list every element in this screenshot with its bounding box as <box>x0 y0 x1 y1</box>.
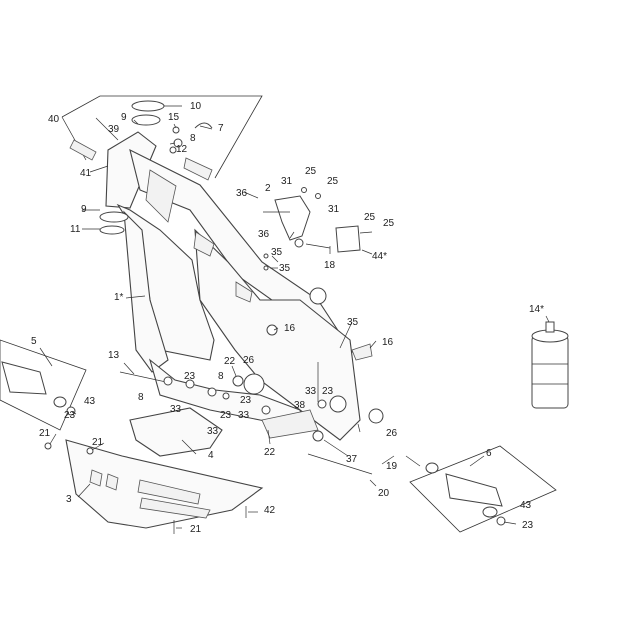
callout-9b: 9 <box>81 204 87 215</box>
callout-12: 12 <box>176 144 188 155</box>
callout-22b: 22 <box>264 447 276 458</box>
callout-21a: 21 <box>39 428 51 439</box>
callout-23d: 23 <box>322 386 334 397</box>
callout-23a: 23 <box>184 371 196 382</box>
callout-21c: 21 <box>190 524 202 535</box>
callout-33d: 33 <box>305 386 317 397</box>
callout-37: 37 <box>346 454 358 465</box>
callout-25d: 25 <box>383 218 395 229</box>
callout-33c: 33 <box>238 410 250 421</box>
callout-2: 2 <box>265 183 271 194</box>
callout-4: 4 <box>208 450 214 461</box>
callout-21b: 21 <box>92 437 104 448</box>
head-bearing-parts <box>69 100 213 235</box>
callout-33b: 33 <box>207 426 219 437</box>
callout-1: 1* <box>114 292 124 303</box>
callout-36a: 36 <box>236 188 248 199</box>
callout-41: 41 <box>80 168 92 179</box>
callout-33a: 33 <box>170 404 182 415</box>
callout-16b: 16 <box>382 337 394 348</box>
callout-3: 3 <box>66 494 72 505</box>
callout-35a: 35 <box>271 247 283 258</box>
callout-43b: 43 <box>520 500 532 511</box>
callout-25a: 25 <box>305 166 317 177</box>
callout-5: 5 <box>31 336 37 347</box>
skid-plate <box>65 439 264 529</box>
callout-40: 40 <box>48 114 60 125</box>
callout-35c: 35 <box>347 317 359 328</box>
callout-31a: 31 <box>281 176 293 187</box>
callout-38: 38 <box>294 400 306 411</box>
callout-8a: 8 <box>190 133 196 144</box>
spray-can <box>531 321 569 409</box>
callout-26a: 26 <box>243 355 255 366</box>
callout-8c: 8 <box>218 371 224 382</box>
callout-36b: 36 <box>258 229 270 240</box>
callout-25b: 25 <box>327 176 339 187</box>
callout-25c: 25 <box>364 212 376 223</box>
callout-14: 14* <box>529 304 544 315</box>
callout-23e: 23 <box>64 410 76 421</box>
callout-35b: 35 <box>279 263 291 274</box>
callout-23f: 23 <box>522 520 534 531</box>
left-footpeg-group <box>0 339 87 431</box>
callout-20: 20 <box>378 488 390 499</box>
linkage-bracket <box>129 407 223 457</box>
callout-26b: 26 <box>386 428 398 439</box>
callout-44: 44* <box>372 251 387 262</box>
callout-23b: 23 <box>220 410 232 421</box>
callout-23c: 23 <box>240 395 252 406</box>
leader-lines <box>39 105 550 529</box>
callout-13: 13 <box>108 350 120 361</box>
callout-31b: 31 <box>328 204 340 215</box>
callout-labels: 1* 2 3 4 5 6 7 8 8 8 9 9 10 11 12 13 14*… <box>31 101 544 535</box>
callout-39: 39 <box>108 124 120 135</box>
callout-9a: 9 <box>121 112 127 123</box>
rear-bracket-parts <box>263 187 373 253</box>
callout-42: 42 <box>264 505 276 516</box>
callout-43a: 43 <box>84 396 96 407</box>
callout-15: 15 <box>168 112 180 123</box>
callout-11: 11 <box>70 224 81 235</box>
callout-18: 18 <box>324 260 336 271</box>
callout-22a: 22 <box>224 356 236 367</box>
misc-fasteners <box>44 253 421 534</box>
callout-6: 6 <box>486 448 492 459</box>
callout-19: 19 <box>386 461 398 472</box>
callout-10: 10 <box>190 101 202 112</box>
right-footpeg-group <box>409 445 557 533</box>
callout-7: 7 <box>218 123 224 134</box>
callout-8b: 8 <box>138 392 144 403</box>
callout-16a: 16 <box>284 323 296 334</box>
